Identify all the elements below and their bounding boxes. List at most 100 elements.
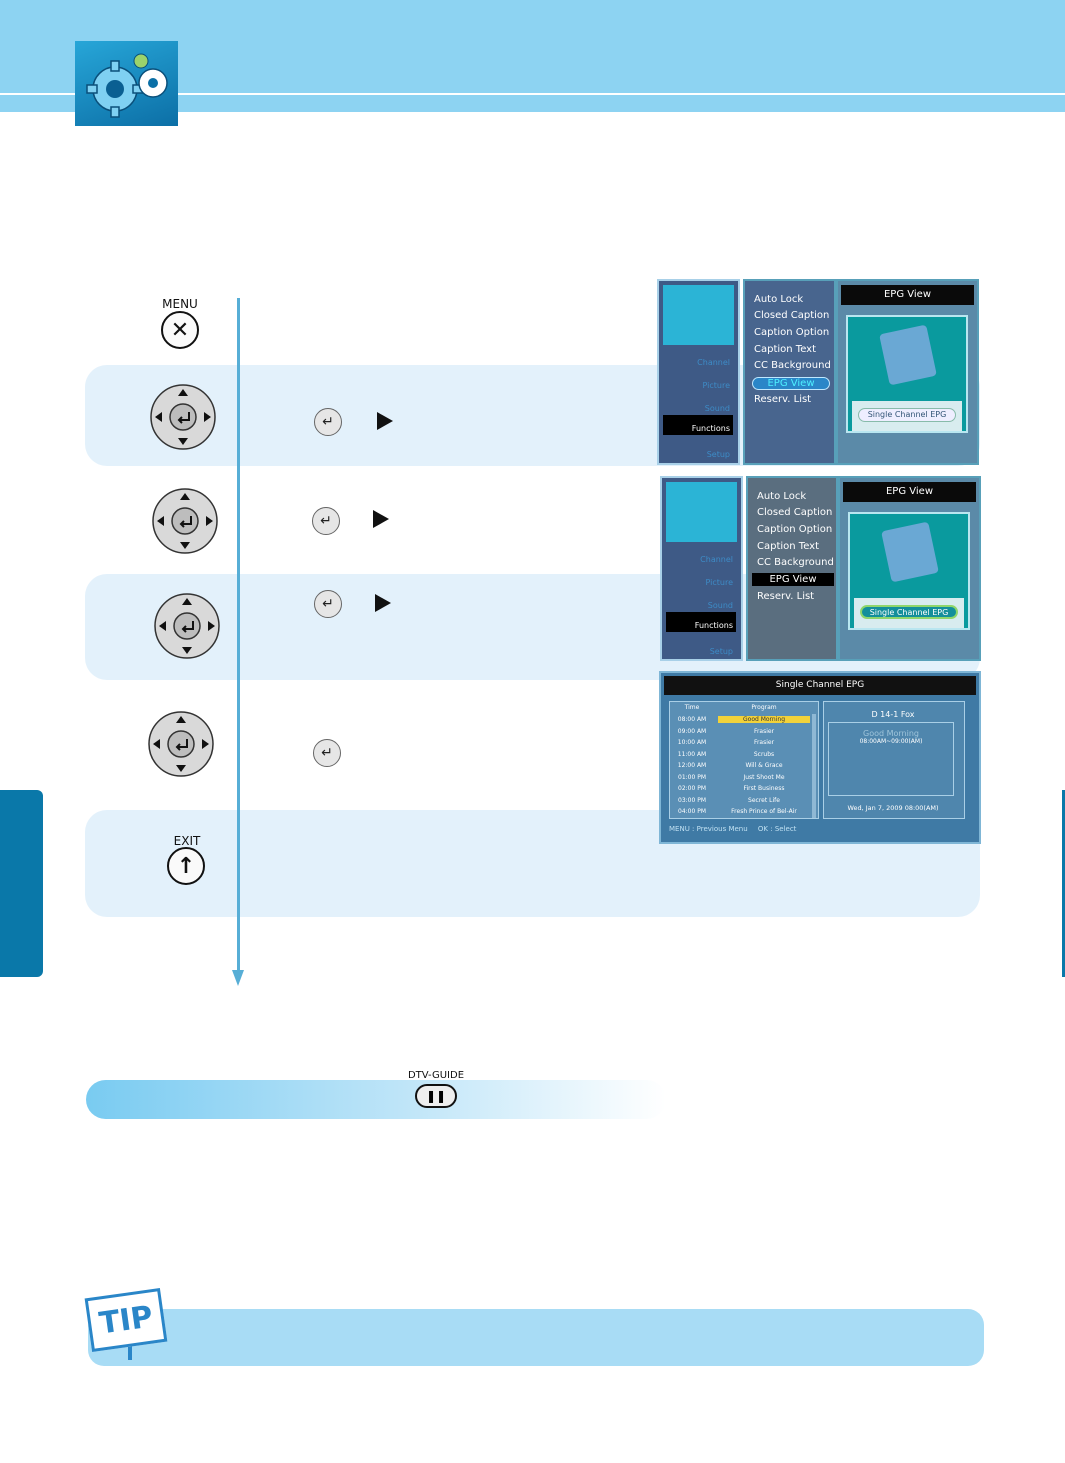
- epg-row[interactable]: 01:00 PM Just Shoot Me: [670, 774, 818, 786]
- menu-item-reserv-list: Reserv. List: [754, 394, 812, 405]
- epg-row-program: Fresh Prince of Bel-Air: [731, 808, 797, 815]
- tv-sidebar-1: Channel Picture Sound Functions Setup: [657, 279, 740, 465]
- epg-row[interactable]: 09:00 AM Frasier: [670, 728, 818, 740]
- menu-item-epg-view: EPG View: [752, 573, 834, 586]
- arrow-up-icon: ↑: [176, 853, 196, 879]
- menu-item-caption-text: Caption Text: [754, 344, 817, 355]
- epg-row[interactable]: 04:00 PM Fresh Prince of Bel-Air: [670, 808, 818, 820]
- epg-row[interactable]: 03:00 PM Secret Life: [670, 797, 818, 809]
- epg-row[interactable]: 10:00 AM Frasier: [670, 739, 818, 751]
- epg-row-time: 11:00 AM: [677, 750, 707, 758]
- epg-row-time: 09:00 AM: [677, 727, 707, 735]
- epg-row-program: First Business: [743, 785, 785, 792]
- sidebar-item-channel: Channel: [700, 555, 733, 564]
- right-arrow-icon: [377, 412, 393, 430]
- epg-row-time: 10:00 AM: [677, 739, 707, 746]
- menu-item-closed-caption: Closed Caption: [754, 310, 830, 321]
- enter-icon: ↵: [312, 507, 340, 535]
- preview-button-bg: Single Channel EPG: [852, 401, 962, 431]
- dtv-guide-button[interactable]: ❚❚: [415, 1084, 457, 1108]
- menu-item-caption-option: Caption Option: [754, 327, 830, 338]
- enter-icon: ↵: [313, 739, 341, 767]
- epg-detail-panel: D 14-1 Fox Good Morning 08:00AM~09:00(AM…: [823, 701, 965, 819]
- page-edge-marker: [1062, 790, 1065, 977]
- menu-button-label: MENU: [162, 297, 198, 311]
- chain-icon: [666, 482, 737, 542]
- sidebar-item-picture: Picture: [705, 578, 733, 587]
- preview-single-channel-button: Single Channel EPG: [858, 408, 956, 422]
- epg-row-program: Will & Grace: [745, 762, 783, 769]
- menu-item-caption-text: Caption Text: [757, 541, 820, 552]
- preview-button-bg: Single Channel EPG: [854, 598, 964, 628]
- tv-sidebar-2: Channel Picture Sound Functions Setup: [660, 476, 743, 661]
- tip-sign-post: [128, 1340, 132, 1360]
- flow-line: [237, 298, 240, 976]
- epg-row-time: 01:00 PM: [678, 773, 706, 781]
- sidebar-item-picture: Picture: [702, 381, 730, 390]
- epg-title: Single Channel EPG: [664, 676, 976, 695]
- sidebar-item-functions: Functions: [666, 612, 736, 632]
- epg-row-program: Frasier: [753, 727, 775, 735]
- epg-row[interactable]: 12:00 AM Will & Grace: [670, 762, 818, 774]
- epg-program-grid: Time Program 08:00 AM Good Morning 09:00…: [669, 701, 819, 819]
- enter-icon: ↵: [314, 408, 342, 436]
- sidebar-item-setup: Setup: [706, 450, 730, 459]
- sidebar-item-channel: Channel: [697, 358, 730, 367]
- preview-box: Single Channel EPG: [848, 512, 970, 630]
- tv-preview-panel-1: EPG View Single Channel EPG: [836, 279, 979, 465]
- epg-guide-icon: [879, 324, 937, 386]
- right-arrow-icon: [373, 510, 389, 528]
- gears-icon: [75, 41, 178, 126]
- sidebar-item-functions: Functions: [663, 415, 733, 435]
- epg-scrollbar[interactable]: [812, 714, 816, 818]
- tip-band: [88, 1309, 984, 1366]
- epg-col-time: Time: [684, 704, 700, 711]
- epg-row[interactable]: 08:00 AM Good Morning: [670, 716, 818, 728]
- epg-channel: D 14-1 Fox: [871, 710, 915, 719]
- preview-single-channel-button: Single Channel EPG: [860, 605, 958, 619]
- menu-item-epg-view: EPG View: [752, 377, 830, 390]
- epg-row-time: 03:00 PM: [678, 796, 706, 804]
- menu-item-caption-option: Caption Option: [757, 524, 833, 535]
- epg-detail-title: Good Morning: [863, 729, 919, 738]
- epg-footer-ok: OK : Select: [757, 825, 797, 833]
- menu-item-auto-lock: Auto Lock: [754, 294, 804, 305]
- epg-footer-menu: MENU : Previous Menu: [669, 825, 748, 833]
- exit-button[interactable]: ↑: [167, 847, 205, 885]
- epg-row-time: 08:00 AM: [677, 716, 707, 723]
- epg-row-program: Secret Life: [748, 796, 780, 804]
- exit-button-label: EXIT: [173, 834, 201, 848]
- pause-icon: ❚❚: [425, 1089, 447, 1103]
- preview-title: EPG View: [843, 482, 976, 502]
- tv-menu-panel-2: Auto Lock Closed Caption Caption Option …: [746, 476, 838, 661]
- dtv-guide-label: DTV-GUIDE: [407, 1070, 465, 1081]
- dpad-enter-button-4[interactable]: [147, 710, 215, 778]
- preview-title: EPG View: [841, 285, 974, 305]
- preview-box: Single Channel EPG: [846, 315, 968, 433]
- flow-arrow-down-icon: [232, 970, 244, 986]
- epg-row-program: Good Morning: [718, 716, 810, 723]
- epg-row-time: 04:00 PM: [678, 808, 706, 815]
- epg-row-program: Just Shoot Me: [743, 773, 785, 781]
- dpad-enter-button-1[interactable]: [149, 383, 217, 451]
- sidebar-item-sound: Sound: [707, 601, 733, 610]
- tip-sign: TIP: [84, 1287, 168, 1353]
- epg-detail-box: Good Morning 08:00AM~09:00(AM): [828, 722, 954, 796]
- dpad-enter-button-3[interactable]: [153, 592, 221, 660]
- menu-item-cc-background: CC Background: [754, 360, 831, 371]
- menu-button[interactable]: ✕: [161, 311, 199, 349]
- tv-preview-panel-2: EPG View Single Channel EPG: [838, 476, 981, 661]
- chain-icon: [663, 285, 734, 345]
- sidebar-item-setup: Setup: [709, 647, 733, 656]
- epg-row-program: Scrubs: [753, 750, 775, 758]
- menu-item-auto-lock: Auto Lock: [757, 491, 807, 502]
- menu-item-closed-caption: Closed Caption: [757, 507, 833, 518]
- epg-date: Wed, Jan 7, 2009 08:00(AM): [847, 804, 939, 812]
- epg-row-program: Frasier: [753, 739, 775, 746]
- epg-row[interactable]: 02:00 PM First Business: [670, 785, 818, 797]
- dpad-enter-button-2[interactable]: [151, 487, 219, 555]
- epg-col-program: Program: [751, 704, 777, 711]
- epg-row[interactable]: 11:00 AM Scrubs: [670, 751, 818, 763]
- epg-footer: MENU : Previous Menu OK : Select: [669, 825, 796, 833]
- epg-row-time: 02:00 PM: [678, 785, 706, 792]
